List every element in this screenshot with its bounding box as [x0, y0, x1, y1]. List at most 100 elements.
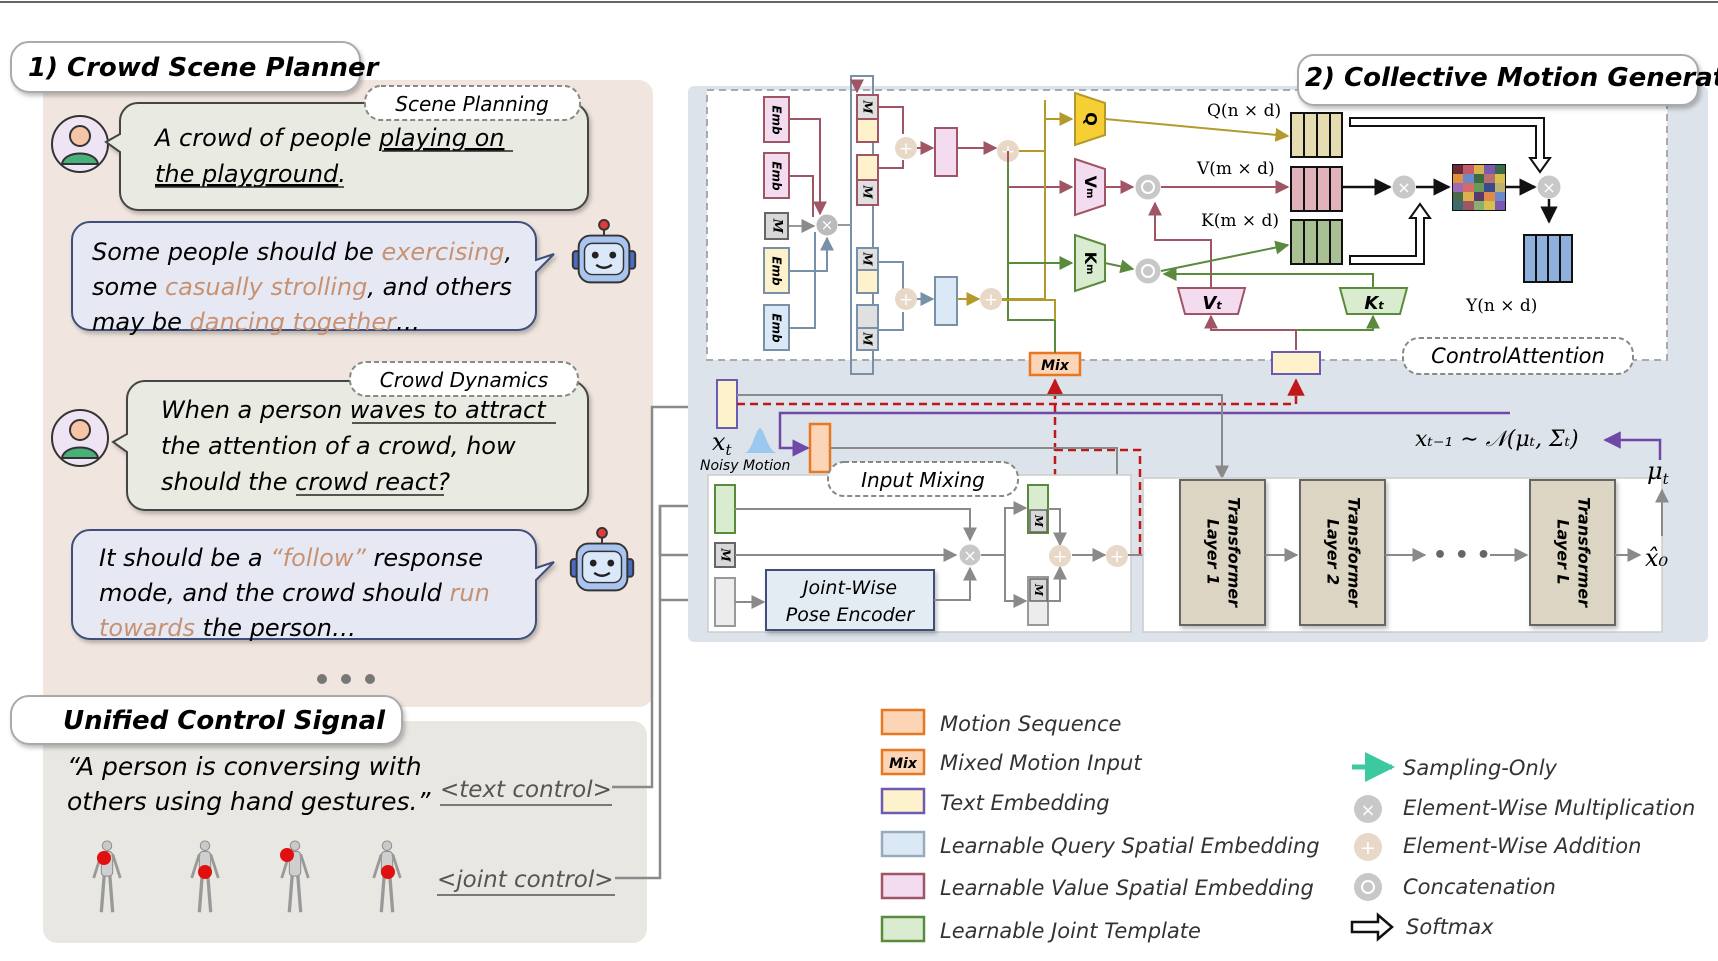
- control-attention-tag: [1402, 337, 1634, 375]
- svg-text:Layer L: Layer L: [1554, 519, 1573, 584]
- add-icon: [1354, 833, 1382, 861]
- svg-text:M: M: [770, 218, 785, 234]
- question-bubble-1: [104, 102, 589, 211]
- svg-text:Transformer: Transformer: [1225, 497, 1244, 608]
- planner-title-box: [10, 41, 361, 93]
- svg-text:+: +: [899, 139, 913, 159]
- legend-sampling-only: Sampling-Only: [1403, 756, 1558, 780]
- y-dim-label: Y(n × d): [1465, 296, 1537, 316]
- joint-wise-pose-encoder: [765, 569, 935, 631]
- scene-planning-label: Scene Planning: [395, 92, 549, 116]
- answer-1-line-3: may be dancing together…: [92, 308, 420, 336]
- svg-text:×: ×: [1397, 178, 1410, 197]
- attention-map: [1452, 164, 1506, 211]
- pose-input-block: [714, 577, 736, 627]
- hollow-arrow-icon: [1350, 912, 1394, 942]
- add-node-small: + +: [895, 137, 917, 310]
- svg-text:Vt: Vt: [1202, 293, 1222, 314]
- text-control-connector: [612, 398, 714, 789]
- joint-control-connector: [615, 591, 710, 880]
- vm-projection: [1074, 157, 1106, 217]
- q-dim-label: Q(n × d): [1207, 101, 1281, 121]
- crowd-dynamics-tag: [349, 361, 579, 397]
- legend-addition: Element-Wise Addition: [1403, 834, 1641, 858]
- m-block: [764, 212, 789, 240]
- k-matrix: [1290, 219, 1343, 265]
- svg-text:×: ×: [963, 546, 976, 565]
- transformer-layer-l: Transformer Layer L: [1529, 479, 1616, 626]
- legend-text-embedding: Text Embedding: [940, 791, 1110, 815]
- svg-text:M: M: [861, 184, 875, 199]
- signal-title: Unified Control Signal: [63, 706, 386, 736]
- softmax-arrow-k: [1349, 202, 1432, 265]
- svg-text:+: +: [1360, 837, 1376, 859]
- svg-text:Kt: Kt: [1364, 293, 1384, 314]
- svg-text:+: +: [899, 290, 913, 310]
- vt-block: [1176, 287, 1247, 315]
- user-avatar-2: [51, 409, 109, 467]
- svg-text:+: +: [1053, 547, 1067, 567]
- x0-hat-label: x̂₀: [1645, 544, 1669, 572]
- answer-2-line-3: towards the person…: [99, 614, 356, 642]
- k-dim-label: K(m × d): [1201, 211, 1279, 231]
- svg-text:Joint-Wise: Joint-Wise: [799, 577, 897, 599]
- signal-quote-line-1: “A person is conversing with: [67, 752, 422, 781]
- generator-title: 2) Collective Motion Generator: [1305, 63, 1718, 93]
- svg-text:Vm: Vm: [1082, 176, 1101, 199]
- text-embedding-input: [716, 379, 738, 429]
- joint-template-block: [714, 484, 736, 534]
- svg-text:M: M: [861, 331, 875, 346]
- svg-text:Transformer: Transformer: [1345, 497, 1364, 608]
- joint-control-label: <joint control>: [437, 867, 614, 893]
- noise-distribution-icon: [744, 428, 778, 453]
- svg-text:Emb: Emb: [770, 256, 784, 286]
- svg-text:×: ×: [821, 216, 834, 234]
- question-2-line-2: the attention of a crowd, how: [161, 432, 516, 460]
- legend-right: Sampling-Only × Element-Wise Multiplicat…: [1350, 752, 1695, 942]
- text-embedding-block: [1271, 351, 1321, 375]
- y-matrix: [1523, 234, 1573, 283]
- legend-motion-sequence: Motion Sequence: [940, 712, 1121, 736]
- question-1-line-2: the playground.: [155, 160, 346, 188]
- signal-quote-line-2: others using hand gestures.”: [67, 787, 431, 816]
- transformer-layer-2: Transformer Layer 2: [1299, 479, 1386, 626]
- legend-multiplication: Element-Wise Multiplication: [1403, 796, 1695, 820]
- text-route-dashed: [737, 378, 1305, 406]
- svg-text:Transformer: Transformer: [1575, 497, 1594, 608]
- sampling-arrow: [1603, 431, 1662, 460]
- question-bubble-2: [111, 380, 589, 511]
- control-attention-label: ControlAttention: [1431, 344, 1605, 368]
- answer-bubble-1: [71, 221, 555, 331]
- q-matrix: [1290, 112, 1343, 158]
- svg-text:Km: Km: [1082, 252, 1101, 275]
- answer-1-line-2: some casually strolling, and others: [92, 273, 512, 301]
- svg-text:×: ×: [1360, 800, 1375, 821]
- multiply-icon: [1354, 795, 1382, 823]
- svg-text:Emb: Emb: [770, 313, 784, 343]
- planner-title: 1) Crowd Scene Planner: [28, 53, 381, 83]
- svg-text:M: M: [1032, 583, 1045, 597]
- layer-ellipsis: • • •: [1433, 543, 1491, 568]
- svg-text:×: ×: [1542, 178, 1555, 197]
- svg-text:Layer 2: Layer 2: [1324, 519, 1343, 585]
- legend-left: Motion Sequence Mix Mixed Motion Input T…: [880, 708, 1320, 943]
- question-2-line-1: When a person waves to attract: [161, 396, 547, 424]
- answer-bubble-2: [71, 529, 555, 640]
- scene-planning-tag: [364, 85, 581, 121]
- svg-text:Emb: Emb: [770, 161, 784, 191]
- legend-concatenation: Concatenation: [1403, 875, 1556, 899]
- svg-text:M: M: [1032, 514, 1045, 528]
- joint-control-skeletons: [91, 839, 403, 914]
- signal-panel: [43, 721, 647, 943]
- answer-2-line-2: mode, and the crowd should run: [99, 579, 490, 607]
- svg-text:Mix: Mix: [889, 756, 918, 772]
- add-node: + +: [1049, 545, 1128, 567]
- question-2-line-3: should the crowd react?: [161, 468, 450, 496]
- input-mixing-label: Input Mixing: [861, 468, 985, 492]
- text-control-label: <text control>: [440, 777, 612, 803]
- motion-sequence-block: [808, 422, 832, 474]
- svg-text:M: M: [861, 99, 875, 114]
- m-stack-column: M M M M: [856, 94, 879, 351]
- svg-text:Pose Encoder: Pose Encoder: [786, 604, 916, 626]
